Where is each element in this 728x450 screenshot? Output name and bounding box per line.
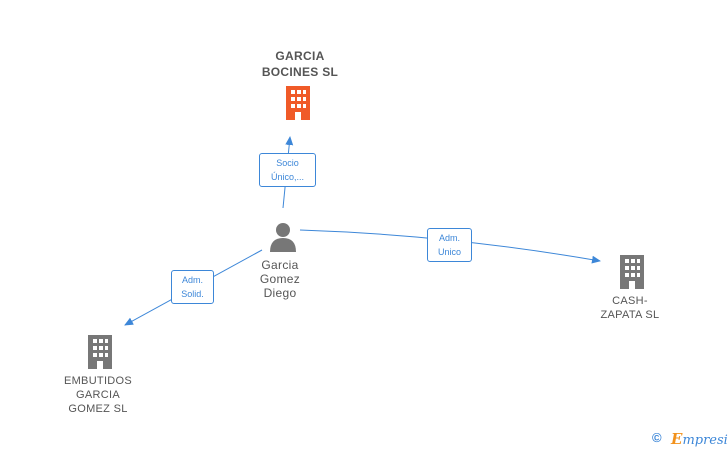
main-company-label[interactable]: GARCIA BOCINES SL (240, 48, 360, 80)
edge-label-to-cash-zapata[interactable]: Adm. Unico (427, 228, 472, 262)
embutidos-label-line1: EMBUTIDOS (63, 375, 133, 387)
building-icon[interactable] (616, 253, 648, 289)
edge-label-to-main-line2: Único,... (270, 172, 304, 182)
embutidos-label-line2: GARCIA (76, 389, 120, 401)
embutidos-label[interactable]: EMBUTIDOS GARCIA GOMEZ SL (45, 374, 151, 416)
empresia-logo[interactable]: Empresia (671, 430, 728, 448)
person-icon[interactable] (268, 222, 298, 252)
edge-label-to-embutidos-line1: Adm. (181, 275, 203, 285)
person-label-line1: Garcia (261, 258, 299, 272)
building-icon[interactable] (282, 84, 314, 120)
edge-label-to-main-line1: Socio (276, 158, 299, 168)
building-icon[interactable] (84, 333, 116, 369)
edge-label-to-main[interactable]: Socio Único,... (259, 153, 316, 187)
embutidos-label-line3: GOMEZ SL (68, 403, 128, 415)
empresia-logo-e: E (671, 430, 683, 448)
cash-zapata-label-line1: CASH- (612, 295, 648, 307)
person-label-line2: Gomez (259, 272, 301, 286)
main-company-label-line1: GARCIA (275, 49, 325, 63)
main-company-label-line2: BOCINES SL (261, 65, 339, 79)
edge-label-to-embutidos-line2: Solid. (181, 289, 204, 299)
cash-zapata-label-line2: ZAPATA SL (600, 309, 660, 321)
person-label-line3: Diego (263, 286, 297, 300)
edge-label-to-cash-zapata-line1: Adm. (438, 233, 460, 243)
copyright-symbol: © (652, 430, 662, 445)
cash-zapata-label[interactable]: CASH- ZAPATA SL (580, 294, 680, 322)
edge-label-to-embutidos[interactable]: Adm. Solid. (171, 270, 214, 304)
empresia-logo-text: mpresia (682, 433, 728, 448)
edge-label-to-cash-zapata-line2: Unico (437, 247, 461, 257)
person-label[interactable]: Garcia Gomez Diego (240, 258, 320, 300)
